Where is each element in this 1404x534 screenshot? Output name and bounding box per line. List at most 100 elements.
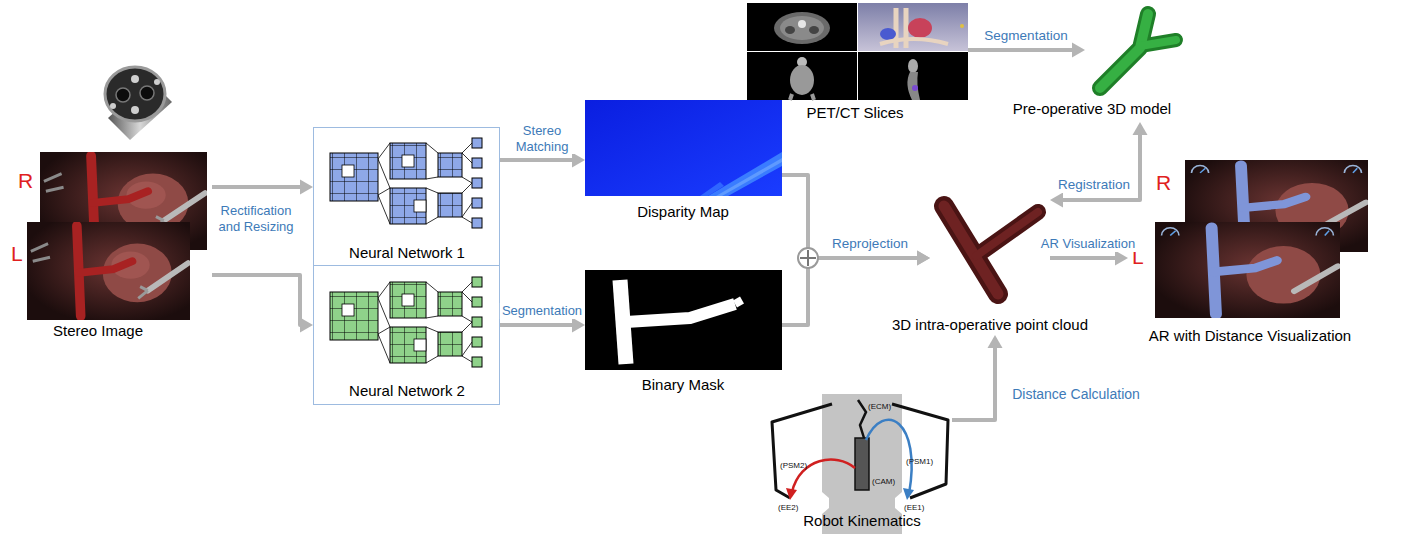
drawing-part xyxy=(858,400,866,438)
stereo-images xyxy=(27,152,207,320)
drawing-part xyxy=(330,138,482,228)
edge-label: AR Visualization xyxy=(1039,236,1137,252)
connector-line xyxy=(952,346,995,420)
arrow-head xyxy=(988,335,1003,348)
drawing-part xyxy=(620,280,626,364)
figure-node: Binary Mask xyxy=(585,268,782,398)
connector-arrow xyxy=(952,335,1003,420)
drawing-part xyxy=(798,20,806,28)
edge-label: Distance Calculation xyxy=(1010,386,1142,403)
connector-line xyxy=(1050,256,1117,260)
connector-line xyxy=(968,48,1074,52)
drawing-part xyxy=(858,52,968,100)
frame-label: (EE1) xyxy=(904,504,924,512)
drawing-part xyxy=(774,12,830,44)
drawing-part xyxy=(735,300,742,304)
figure-node: Disparity Map xyxy=(585,100,782,226)
endoscope-icon xyxy=(105,67,172,140)
drawing-part xyxy=(772,404,832,498)
edge-label: Rectification and Resizing xyxy=(212,203,300,234)
node-caption: 3D intra-operative point cloud xyxy=(892,316,1088,334)
drawing-part xyxy=(585,270,782,370)
frame-label: (ECM) xyxy=(868,403,891,411)
arrow-head xyxy=(1115,251,1128,266)
node-caption: Neural Network 2 xyxy=(349,382,465,400)
node-caption: Robot Kinematics xyxy=(803,512,921,530)
drawing-part xyxy=(585,100,782,196)
neural-network-drawings xyxy=(330,138,482,367)
drawing-part xyxy=(747,3,857,51)
drawing-part xyxy=(858,3,968,51)
drawing-part xyxy=(800,250,816,266)
connector-arrow xyxy=(968,43,1085,58)
drawing-part xyxy=(976,212,1038,256)
ar-images xyxy=(1155,160,1368,318)
frame-label: (EE2) xyxy=(778,504,798,512)
drawing-part xyxy=(866,420,912,494)
edge-label: Segmentation xyxy=(982,28,1069,44)
drawing-part xyxy=(1140,40,1176,46)
drawing-part xyxy=(110,103,116,109)
drawing-part xyxy=(700,182,724,196)
drawing-part xyxy=(855,438,869,490)
figure-node: Stereo Image xyxy=(5,60,212,345)
robot-kinematics-figure xyxy=(772,394,948,534)
node-caption: Stereo Image xyxy=(53,322,143,340)
drawing-part xyxy=(880,39,948,44)
arrow-head xyxy=(572,153,585,168)
drawing-part xyxy=(976,212,1038,256)
drawing-part xyxy=(908,59,918,73)
drawing-part xyxy=(1100,14,1148,88)
drawing-part xyxy=(1100,14,1148,88)
node-caption: AR with Distance Visualization xyxy=(1149,327,1351,345)
connector-arrow xyxy=(500,153,585,168)
connector-line xyxy=(212,185,302,189)
frame-label: (PSM2) xyxy=(780,462,807,470)
drawing-part xyxy=(892,404,948,498)
node-caption: Binary Mask xyxy=(642,376,725,394)
disparity-map-image xyxy=(585,100,782,196)
channel-letter: R xyxy=(1156,172,1171,193)
drawing-part xyxy=(786,488,797,500)
connector-line xyxy=(500,323,574,327)
arrow-head xyxy=(917,251,930,266)
drawing-part xyxy=(1155,222,1340,318)
channel-letter: L xyxy=(11,243,23,264)
arrow-head xyxy=(1050,193,1063,208)
edge-label: Reprojection xyxy=(830,236,910,252)
node-caption: Pre-operative 3D model xyxy=(1013,100,1171,118)
drawing-part xyxy=(116,88,130,102)
drawing-part xyxy=(798,248,818,268)
drawing-part xyxy=(780,16,824,40)
point-cloud-drawing xyxy=(944,206,1038,294)
edge-label: Stereo Matching xyxy=(501,123,583,154)
drawing-part xyxy=(131,75,139,83)
figure-node: Pre-operative 3D model xyxy=(1085,5,1185,122)
connector-arrow xyxy=(1050,251,1128,266)
edge-label: Segmentation xyxy=(500,303,584,319)
connector-arrow xyxy=(212,180,313,195)
drawing-part xyxy=(105,67,165,121)
figure-node: Neural Network 2 xyxy=(313,266,500,405)
drawing-part xyxy=(880,28,896,40)
drawing-part xyxy=(960,24,964,28)
connector-arrow xyxy=(212,275,313,333)
figure-node: 3D intra-operative point cloud xyxy=(930,190,1050,335)
drawing-part xyxy=(626,304,735,322)
node-caption: Neural Network 1 xyxy=(349,244,465,262)
pet-ct-slices xyxy=(747,3,968,100)
connector-arrow xyxy=(1050,122,1148,208)
arrow-head xyxy=(300,318,313,333)
preoperative-model-drawing xyxy=(1100,14,1176,88)
drawing-part xyxy=(716,158,782,196)
drawing-part xyxy=(747,52,857,100)
arrow-head xyxy=(917,251,930,266)
connector-arrow xyxy=(500,318,585,333)
drawing-part xyxy=(27,222,190,320)
connector-line xyxy=(212,275,302,325)
drawing-part xyxy=(790,65,814,95)
binary-mask-image xyxy=(585,270,782,370)
